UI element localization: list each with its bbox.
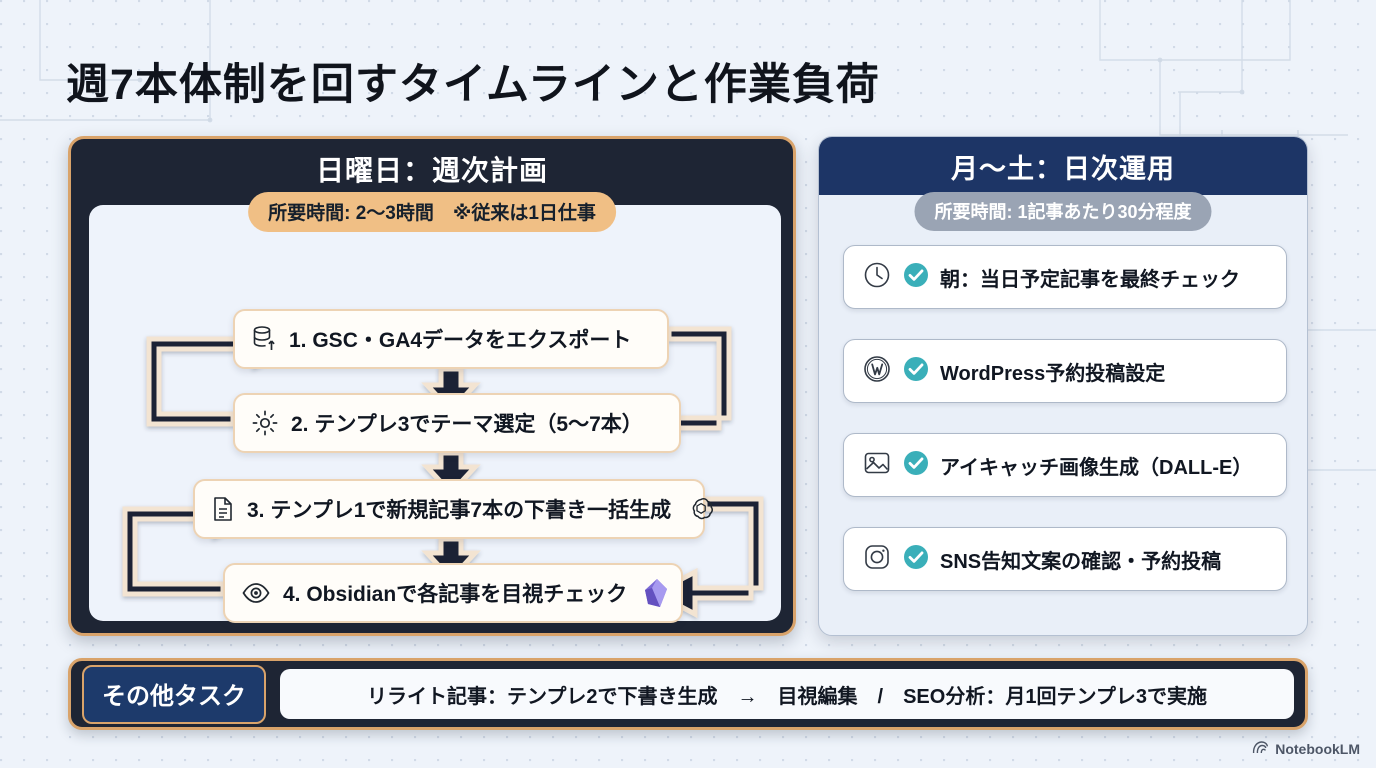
eye-icon <box>241 581 271 605</box>
flow-step-2[interactable]: 2. テンプレ3でテーマ選定（5〜7本） <box>233 393 681 453</box>
task-item-wordpress-schedule-label: WordPress予約投稿設定 <box>940 362 1166 385</box>
flow-step-3[interactable]: 3. テンプレ1で新規記事7本の下書き一括生成 <box>193 479 714 539</box>
daily-task-list: 朝：当日予定記事を最終チェック WordPress予約投稿設定 <box>843 245 1287 591</box>
other-tasks-text: リライト記事：テンプレ2で下書き生成 → 目視編集 / SEO分析：月1回テンプ… <box>367 685 1207 708</box>
check-badge-icon <box>903 262 929 293</box>
left-panel-sunday-weekly-plan: 日曜日：週次計画 所要時間: 2〜3時間 ※従来は1日仕事 <box>68 136 796 636</box>
task-item-sns-announcement-label: SNS告知文案の確認・予約投稿 <box>940 550 1222 573</box>
flow-step-4[interactable]: 4. Obsidianで各記事を目視チェック <box>223 563 683 623</box>
other-tasks-tag: その他タスク <box>82 664 266 724</box>
task-item-morning-check-label: 朝：当日予定記事を最終チェック <box>940 268 1240 291</box>
task-item-wordpress-schedule[interactable]: WordPress予約投稿設定 <box>843 339 1287 403</box>
check-badge-icon <box>903 356 929 387</box>
left-panel-heading: 日曜日：週次計画 <box>315 155 548 186</box>
task-item-sns-announcement[interactable]: SNS告知文案の確認・予約投稿 <box>843 527 1287 591</box>
flow-step-3-label: 3. テンプレ1で新規記事7本の下書き一括生成 <box>247 499 672 522</box>
right-panel-daily-operations: 月〜土：日次運用 所要時間: 1記事あたり30分程度 朝：当日予定記事を最終チェ… <box>818 136 1308 636</box>
left-panel-time-badge: 所要時間: 2〜3時間 ※従来は1日仕事 <box>248 192 616 232</box>
task-item-morning-check[interactable]: 朝：当日予定記事を最終チェック <box>843 245 1287 309</box>
database-export-icon <box>251 325 277 353</box>
task-item-thumbnail-generation[interactable]: アイキャッチ画像生成（DALL-E） <box>843 433 1287 497</box>
instagram-icon <box>862 542 892 577</box>
check-badge-icon <box>903 450 929 481</box>
notebooklm-logo-icon <box>1252 740 1269 758</box>
obsidian-icon <box>643 578 669 608</box>
flow-step-1[interactable]: 1. GSC・GA4データをエクスポート <box>233 309 669 369</box>
image-icon <box>862 448 892 483</box>
flow-step-1-label: 1. GSC・GA4データをエクスポート <box>289 329 632 352</box>
right-panel-time-badge: 所要時間: 1記事あたり30分程度 <box>914 192 1212 231</box>
document-icon <box>211 495 235 523</box>
flow-step-2-label: 2. テンプレ3でテーマ選定（5〜7本） <box>291 413 643 436</box>
other-tasks-bar: その他タスク リライト記事：テンプレ2で下書き生成 → 目視編集 / SEO分析… <box>68 658 1308 730</box>
check-badge-icon <box>903 544 929 575</box>
notebooklm-watermark: NotebookLM <box>1252 740 1360 758</box>
other-tasks-text-box: リライト記事：テンプレ2で下書き生成 → 目視編集 / SEO分析：月1回テンプ… <box>280 669 1294 719</box>
task-item-thumbnail-generation-label: アイキャッチ画像生成（DALL-E） <box>940 456 1253 479</box>
flow-step-4-label: 4. Obsidianで各記事を目視チェック <box>283 583 628 606</box>
clock-icon <box>862 260 892 295</box>
openai-icon <box>687 495 715 523</box>
wordpress-icon <box>862 354 892 389</box>
right-panel-heading: 月〜土：日次運用 <box>819 137 1307 195</box>
left-panel-inner-area: 1. GSC・GA4データをエクスポート 2. テンプレ3でテーマ選定（5〜7本… <box>89 205 781 623</box>
notebooklm-label: NotebookLM <box>1275 741 1360 757</box>
gear-icon <box>251 409 279 437</box>
page-title: 週7本体制を回すタイムラインと作業負荷 <box>66 61 880 109</box>
